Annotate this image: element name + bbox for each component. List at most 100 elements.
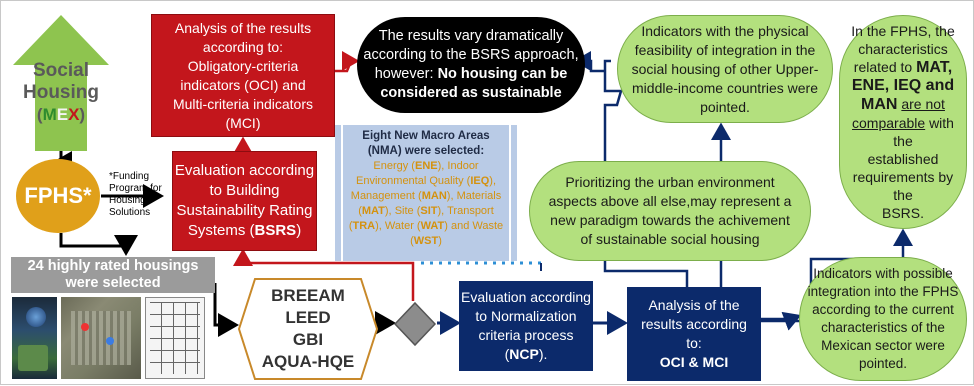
green-right-line-7: established: [867, 151, 939, 167]
analysis-line-6: (MCI): [225, 114, 261, 131]
social-housing-line2: Housing: [23, 82, 99, 103]
country-x: X: [68, 105, 80, 124]
analysis-line-5: Multi-criteria indicators: [172, 95, 314, 112]
nma-area-ieq: IEQ: [470, 175, 490, 187]
green-right-line-5: MAN are not: [861, 96, 945, 113]
ncp-line-4: (NCP).: [504, 346, 548, 362]
green-top-box: Indicators with the physical feasibility…: [617, 15, 833, 123]
satellite-image-1: [12, 297, 57, 379]
analysis-line-4: indicators (OCI) and: [180, 76, 306, 93]
green-bottom-line-6: pointed.: [858, 356, 908, 371]
analysis-line-2: according to:: [202, 38, 284, 55]
connector-analysis-results: [335, 51, 360, 73]
tool-gbi: GBI: [292, 330, 324, 349]
green-middle-line-3: new paradigm towards the achivement: [550, 212, 790, 228]
green-top-line-2: feasibility of integration in the: [634, 41, 816, 58]
bsrs-line-4-bold: BSRS: [254, 222, 297, 239]
green-bottom-line-4: characteristics of the: [821, 320, 945, 335]
tool-aqua-hqe: AQUA-HQE: [261, 352, 355, 371]
analysis-results-box: Analysis of the results according to: Ob…: [151, 14, 335, 137]
country-close: ): [79, 105, 86, 124]
urban-grid-image: [71, 311, 131, 365]
tool-leed: LEED: [285, 308, 331, 327]
green-right-line-6: comparable with the: [852, 115, 954, 149]
bsrs-line-4: Systems (BSRS): [188, 221, 301, 241]
green-bottom-line-3: according to the current: [812, 302, 954, 317]
housings-line-2: were selected: [65, 275, 161, 291]
nma-area-sit: Site (SIT),: [394, 205, 445, 217]
ncp-line-2: to Normalization: [475, 308, 577, 324]
connector-fphs-housings: [59, 233, 138, 256]
nma-area-wst: Waste (WST): [410, 220, 504, 247]
nma-title-1: Eight New Macro Areas: [362, 130, 490, 142]
nma-area-man: Management (MAN),: [350, 190, 454, 202]
oci-mci-box: Analysis of the results according to: OC…: [627, 287, 761, 381]
nma-area-tra: Transport (TRA),: [348, 205, 494, 232]
green-top-line-5: pointed.: [700, 98, 750, 115]
satellite-image-2: [61, 297, 141, 379]
ncp-line-1: Evaluation according: [461, 289, 591, 305]
housings-line-1: 24 highly rated housings: [27, 258, 199, 274]
oci-line-1: Analysis of the: [648, 297, 740, 313]
green-top-line-1: Indicators with the physical: [641, 22, 809, 39]
nma-box: Eight New Macro Areas (NMA) were selecte…: [335, 125, 517, 261]
green-middle-line-2: aspects above all else,may represent a: [548, 193, 792, 209]
terrain-image: [18, 345, 48, 371]
results-line-4: considered as sustainable: [380, 85, 562, 101]
connector-housings-tools: [213, 283, 239, 337]
country-e: E: [56, 105, 69, 124]
decision-diamond: [393, 301, 437, 347]
connector-oci-results: [603, 59, 689, 291]
green-middle-line-4: of sustainable social housing: [580, 231, 760, 247]
green-middle-box: Prioritizing the urban environment aspec…: [529, 161, 811, 261]
country-code: (MEX): [37, 104, 85, 126]
nma-right-divider: [509, 125, 511, 261]
green-right-box: In the FPHS, the characteristics related…: [839, 15, 967, 229]
nma-area-wat: Water (WAT): [384, 220, 448, 232]
green-right-line-1: In the FPHS, the: [851, 23, 955, 39]
results-line-2: according to the BSRS approach,: [363, 47, 579, 63]
green-right-line-4: ENE, IEQ and: [851, 77, 955, 94]
green-right-line-3: related to MAT,: [853, 59, 953, 76]
social-housing-line1: Social: [33, 60, 89, 81]
connector-diamond-bsrs: [233, 248, 415, 301]
results-vary-box: The results vary dramatically according …: [357, 17, 585, 113]
green-top-line-4: middle-income countries were: [632, 79, 818, 96]
green-right-line-2: characteristics: [858, 41, 948, 57]
map-pin-icon: [106, 337, 114, 345]
results-line-3-bold: No housing can be: [437, 66, 568, 82]
results-line-1: The results vary dramatically: [378, 28, 564, 44]
results-line-3-prefix: however:: [374, 66, 438, 82]
results-line-3: however: No housing can be: [375, 65, 568, 84]
map-pin-icon: [81, 323, 89, 331]
green-top-line-3: social housing of other Upper-: [631, 60, 819, 77]
green-right-line-8: requirements by the: [852, 169, 954, 203]
social-housing-arrow-shape: [13, 15, 109, 151]
green-right-line-9: BSRS.: [881, 205, 924, 221]
globe-icon: [26, 307, 46, 327]
green-bottom-line-5: Mexican sector were: [821, 338, 945, 353]
connector-oci-greenbottom: [761, 311, 802, 331]
nma-and: and: [450, 220, 470, 232]
nma-area-ieq-name: Indoor Environmental Quality: [355, 160, 479, 187]
bsrs-line-4-suffix: ): [296, 222, 302, 239]
analysis-line-3: Obligatory-criteria: [187, 57, 299, 74]
nma-area-mat: Materials (MAT),: [358, 190, 502, 217]
green-bottom-line-2: integration into the FPHS: [807, 284, 959, 299]
nma-area-ene: Energy (ENE),: [373, 160, 445, 172]
nma-areas: Energy (ENE), Indoor Environmental Quali…: [348, 160, 504, 247]
green-middle-line-1: Prioritizing the urban environment: [565, 174, 775, 190]
oci-line-2: results according: [641, 316, 747, 332]
bsrs-line-3: Sustainability Rating: [176, 202, 313, 219]
nma-title-2: (NMA) were selected:: [367, 145, 485, 157]
ncp-line-3: criteria process: [478, 327, 574, 343]
nma-content: Eight New Macro Areas (NMA) were selecte…: [345, 129, 507, 249]
analysis-line-1: Analysis of the results: [174, 19, 312, 36]
fphs-label: FPHS*: [24, 183, 92, 208]
housings-box: 24 highly rated housings were selected: [11, 257, 215, 293]
green-bottom-box: Indicators with possible integration int…: [799, 257, 967, 381]
evaluation-bsrs-box: Evaluation according to Building Sustain…: [172, 151, 317, 251]
bsrs-line-4-prefix: Systems (: [187, 222, 255, 239]
social-housing-label: Social Housing (MEX): [21, 60, 101, 126]
